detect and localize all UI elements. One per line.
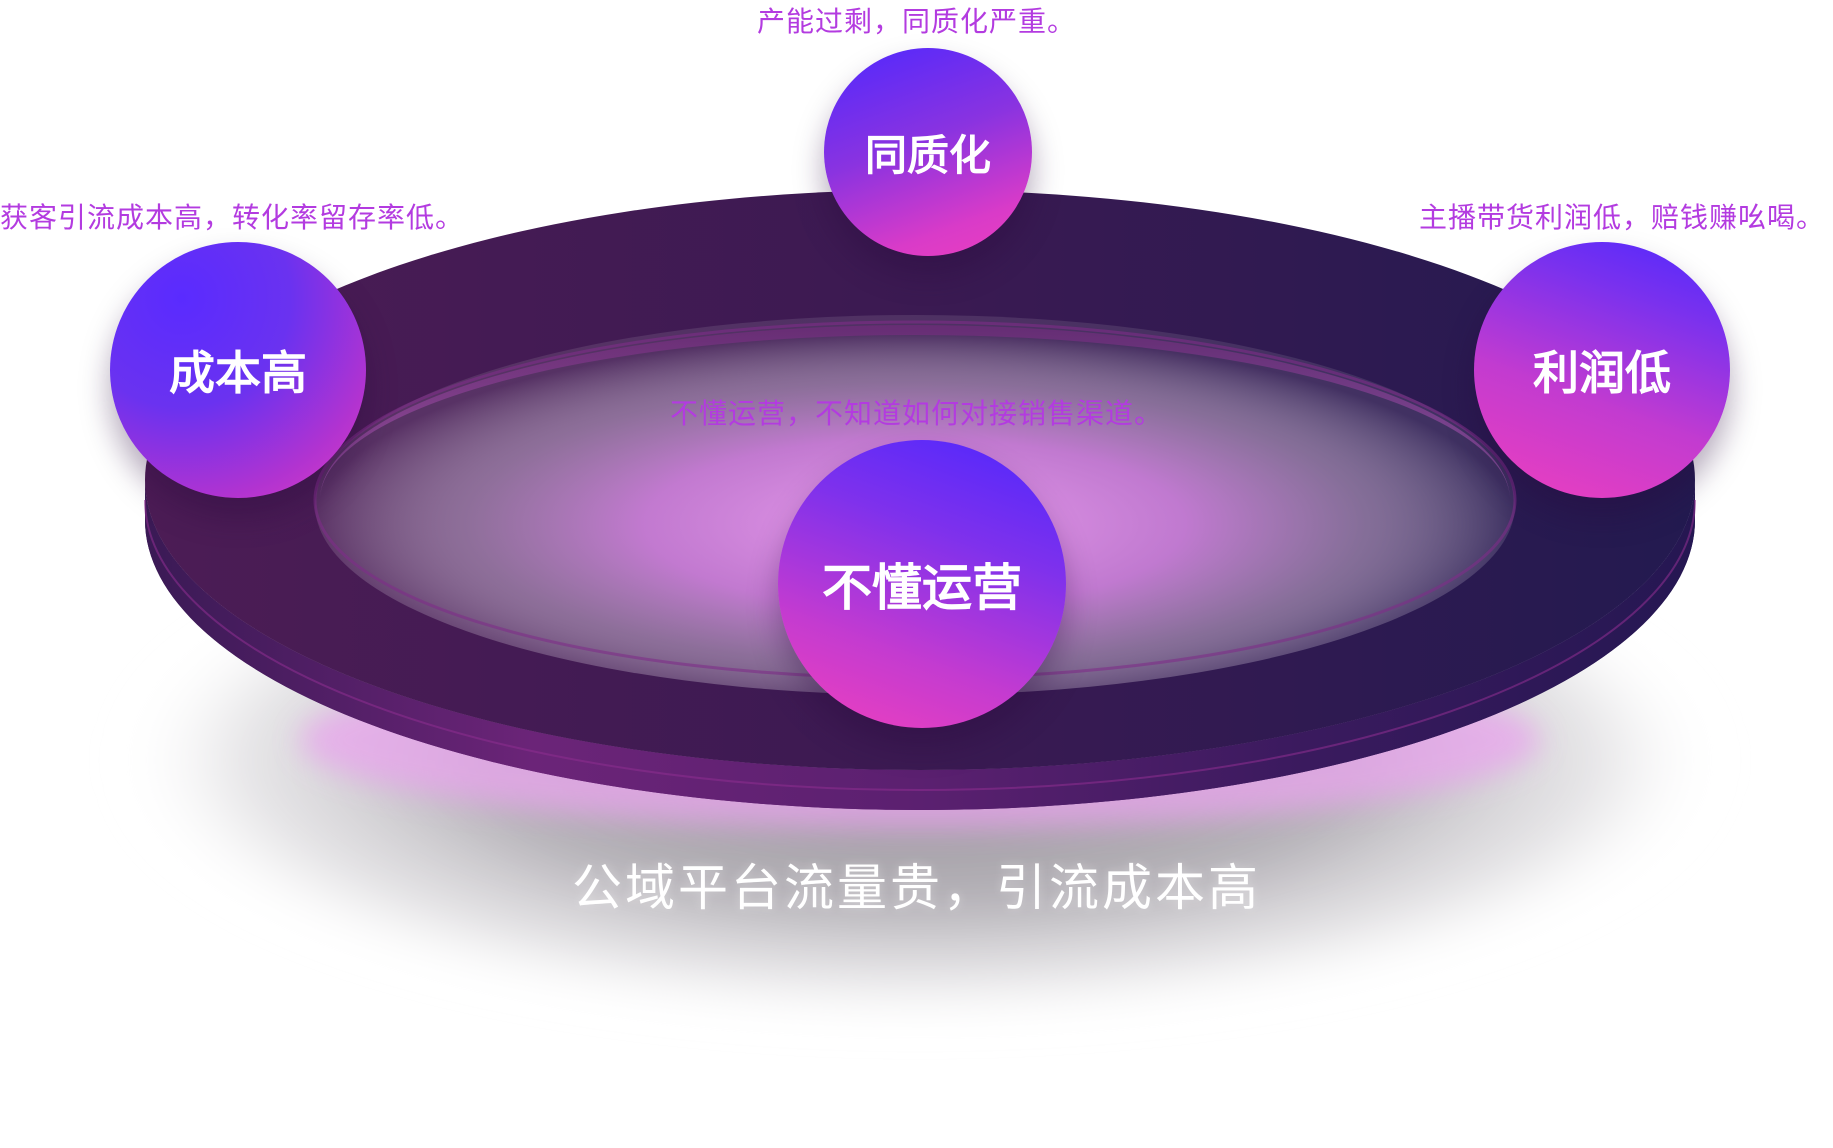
node-no-operations: 不懂运营 xyxy=(778,440,1066,728)
node-high-cost: 成本高 xyxy=(110,242,366,498)
node-low-profit: 利润低 xyxy=(1474,242,1730,498)
bottom-caption: 公域平台流量贵，引流成本高 xyxy=(572,859,1261,917)
node-high-cost-label: 成本高 xyxy=(169,346,307,400)
caption-homogeneity: 产能过剩，同质化严重。 xyxy=(756,5,1076,38)
node-low-profit-label: 利润低 xyxy=(1533,346,1671,400)
caption-no-operations: 不懂运营，不知道如何对接销售渠道。 xyxy=(669,397,1163,430)
node-homogeneity: 同质化 xyxy=(824,48,1032,256)
node-no-operations-label: 不懂运营 xyxy=(822,559,1022,617)
caption-high-cost: 获客引流成本高，转化率留存率低。 xyxy=(0,201,465,234)
node-homogeneity-label: 同质化 xyxy=(864,130,991,180)
caption-low-profit: 主播带货利润低，赔钱赚吆喝。 xyxy=(1418,201,1825,234)
